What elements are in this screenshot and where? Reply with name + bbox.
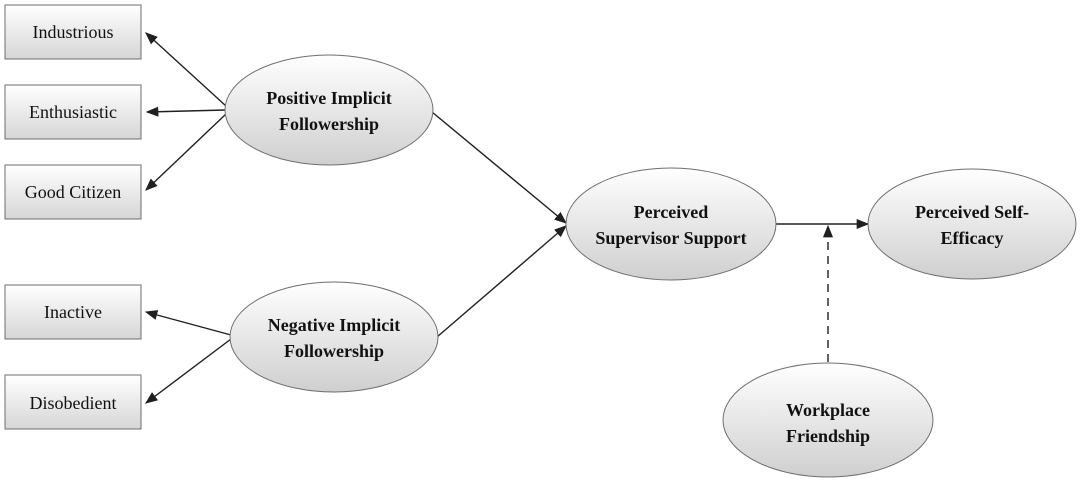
construct-label-efficacy-line1: Perceived Self-	[915, 202, 1029, 222]
construct-negative-implicit-followership: Negative Implicit Followership	[229, 281, 439, 393]
indicator-label-industrious: Industrious	[33, 22, 114, 42]
construct-label-supervisor-line1: Perceived	[634, 202, 709, 222]
construct-label-positive-line2: Followership	[279, 114, 379, 134]
connectors	[144, 32, 870, 404]
construct-positive-implicit-followership: Positive Implicit Followership	[224, 54, 434, 166]
construct-label-friendship-line2: Friendship	[786, 426, 870, 446]
arrow-negative-to-supervisor-support	[436, 225, 567, 338]
indicator-box-enthusiastic: Enthusiastic	[4, 84, 142, 140]
construct-label-friendship-line1: Workplace	[786, 400, 870, 420]
indicator-box-good-citizen: Good Citizen	[4, 164, 142, 220]
arrow-positive-to-supervisor-support	[431, 111, 567, 224]
indicator-label-disobedient: Disobedient	[30, 393, 117, 413]
indicator-label-enthusiastic: Enthusiastic	[29, 102, 117, 122]
indicator-box-industrious: Industrious	[4, 4, 142, 60]
construct-label-supervisor-line2: Supervisor Support	[595, 228, 746, 248]
arrow-negative-to-inactive	[144, 310, 232, 336]
indicator-box-disobedient: Disobedient	[4, 374, 142, 430]
construct-perceived-self-efficacy: Perceived Self- Efficacy	[867, 168, 1077, 280]
construct-label-efficacy-line2: Efficacy	[941, 228, 1004, 248]
arrow-positive-to-enthusiastic	[145, 106, 227, 117]
construct-workplace-friendship: Workplace Friendship	[722, 362, 934, 478]
construct-label-positive-line1: Positive Implicit	[266, 88, 391, 108]
arrow-positive-to-good-citizen	[145, 113, 227, 191]
construct-label-negative-line1: Negative Implicit	[268, 315, 400, 335]
arrow-positive-to-industrious	[145, 32, 227, 107]
arrow-negative-to-disobedient	[144, 338, 232, 404]
indicator-label-inactive: Inactive	[44, 302, 102, 322]
indicator-box-inactive: Inactive	[4, 284, 142, 340]
construct-perceived-supervisor-support: Perceived Supervisor Support	[565, 167, 777, 281]
construct-label-negative-line2: Followership	[284, 341, 384, 361]
indicator-label-good-citizen: Good Citizen	[25, 182, 122, 202]
